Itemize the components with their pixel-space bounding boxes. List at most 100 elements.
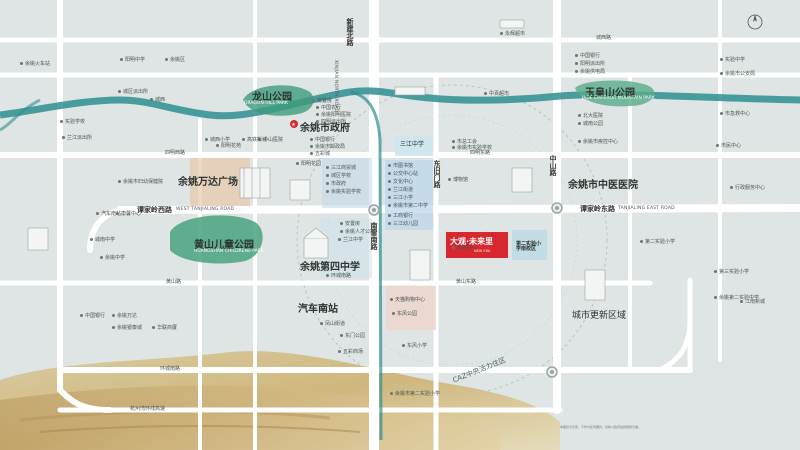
poi-label: 康馨中心: [116, 212, 141, 217]
poi-label: 三江商贸城: [326, 166, 356, 171]
poi-label: 行政服务中心: [730, 186, 765, 191]
poi-label: 第三实验小学: [714, 270, 749, 275]
poi-label: 中国银行: [310, 138, 335, 143]
poi-label: 阳明中学: [120, 58, 145, 63]
label-huangshan-park-en: HUANGSHAN CHILDRENS PARK: [194, 249, 264, 254]
road-xinjian-north: 新建北路: [346, 18, 354, 46]
poi-label: 余姚人才公寓: [340, 230, 375, 235]
north-arrow-icon: [747, 14, 763, 30]
poi-label: 三江幼儿园: [388, 222, 418, 227]
building-sketches: [27, 19, 606, 301]
poi-label: 文化中心: [388, 180, 413, 185]
poi-label: 博物馆: [448, 178, 468, 183]
road-siming-east: 四明东路: [470, 150, 491, 156]
poi-label: 市政府: [326, 182, 346, 187]
poi-label: 城南公园: [578, 122, 603, 127]
label-tcm-hospital: 余姚市中医医院: [568, 180, 638, 191]
bank-zone: [386, 286, 436, 330]
disclaimer: 本图仅为示意，不作为任何要约，具体以政府最终规划为准。: [560, 425, 642, 429]
poi-label: 城区派出所: [118, 90, 148, 95]
road-cheng-xi: 城西路: [596, 35, 612, 41]
poi-label: 东门公园: [340, 334, 365, 339]
road-nanlei-south: 南雷南路: [370, 222, 378, 250]
poi-label: 实验中学: [720, 58, 745, 63]
label-huangshan-park: 黄山儿童公园: [194, 240, 254, 251]
govt-star-icon: [290, 120, 298, 128]
poi-label: 四明派出所: [316, 120, 346, 125]
poi-label: 余姚市妇幼保健院: [118, 180, 163, 185]
road-siming-west: 四明西路: [165, 150, 186, 156]
poi-label: 环城南路: [326, 274, 351, 279]
label-school2: 第二实验小学南校区: [516, 241, 542, 252]
poi-label: 余姚银泰城: [112, 326, 142, 331]
poi-label: 兰江中学: [338, 238, 363, 243]
poi-label: 余姚中学: [100, 256, 125, 261]
road-huancheng-south: 环城南路: [160, 366, 181, 372]
poi-label: 汽车南站: [96, 212, 121, 217]
poi-label: 天猫购物中心: [390, 298, 425, 303]
label-yuhuang-en: JADE EMPEROR MOUNTAIN PARK: [582, 96, 655, 101]
poi-label: 华联商厦: [152, 326, 177, 331]
poi-label: 余姚市疾控中心: [578, 140, 618, 145]
poi-label: 公交中心站: [388, 172, 418, 177]
project-badge[interactable]: 大观·未来里 NEW ERA: [446, 232, 508, 258]
road-tanjialing-west-en: WEST TANJIALING ROAD: [176, 207, 235, 212]
label-sanjiang: 三江中学: [400, 141, 425, 148]
project-name: 大观·未来里: [450, 237, 494, 246]
poi-label: 安置房: [340, 222, 360, 227]
poi-label: 东风小学: [402, 344, 427, 349]
label-wanda: 余姚万达广场: [178, 177, 238, 188]
poi-label: 余姚阳明医院: [316, 113, 351, 118]
poi-label: 中国农行: [316, 106, 341, 111]
caz-circle: [296, 84, 608, 396]
label-bus-station: 汽车南站: [298, 304, 338, 315]
poi-label: 中山医院: [258, 138, 283, 143]
poi-label: 城南中学: [90, 238, 115, 243]
poi-label: 实验学校: [60, 120, 85, 125]
poi-label: 北大医院: [578, 114, 603, 119]
road-tanjialing-east-en: TANJIALING EAST ROAD: [618, 206, 675, 211]
poi-label: 第二实验小学: [640, 240, 675, 245]
poi-label: 阳明花园: [296, 162, 321, 167]
road-dongjiumen: 东旧门路: [433, 160, 441, 188]
poi-label: 余姚区: [165, 58, 185, 63]
huangshan-park-shape: [170, 215, 263, 264]
label-longshan-park: 龙山公园: [252, 92, 292, 103]
poi-label: 高铁新城: [242, 138, 267, 143]
poi-label: 城西: [150, 98, 165, 103]
poi-label: 市急救中心: [720, 112, 750, 117]
poi-label: 阳明派出所: [575, 62, 605, 67]
poi-label: 兰江街道: [388, 188, 413, 193]
svg-text:★: ★: [291, 122, 296, 128]
yuhuang-park-shape: [575, 80, 655, 107]
poi-label: 五彩商场: [338, 350, 363, 355]
road-hangzhou-bay: 杭州湾环线高速: [130, 406, 166, 412]
poi-label: 市民中心: [716, 144, 741, 149]
label-yuhuang: 玉皇山公园: [585, 88, 635, 99]
poi-label: 余姚中心: [452, 246, 477, 251]
poi-label: 余姚火车站: [20, 62, 50, 67]
road-zhongshan: 中山路: [549, 155, 557, 176]
poi-label: 余姚市实验学校: [452, 146, 492, 151]
poi-label: 阳明花苑: [216, 144, 241, 149]
poi-label: 永辉超市: [500, 32, 525, 37]
poi-label: 城区学校: [326, 174, 351, 179]
poi-label: 余姚供电局: [575, 70, 605, 75]
poi-label: 工商银行: [388, 214, 413, 219]
poi-label: 东风公园: [392, 312, 417, 317]
poi-label: 安置房: [312, 99, 332, 104]
poi-label: 中百超市: [484, 92, 509, 97]
road-huangshan: 黄山路: [166, 279, 182, 285]
road-huangshan-east: 黄山东路: [456, 279, 477, 285]
poi-label: 余姚实验学校: [326, 190, 361, 195]
poi-label: 余姚万达: [112, 314, 137, 319]
poi-label: 余姚市公安局: [720, 72, 755, 77]
poi-label: 市图书馆: [388, 164, 413, 169]
label-govt: 余姚市政府: [300, 123, 350, 134]
poi-label: 兰江派出所: [62, 136, 92, 141]
longshan-park-shape: [243, 85, 314, 116]
label-longshan-park-en: DRAGON HILL PARK: [244, 101, 288, 106]
poi-label: 市总工会: [452, 140, 477, 145]
